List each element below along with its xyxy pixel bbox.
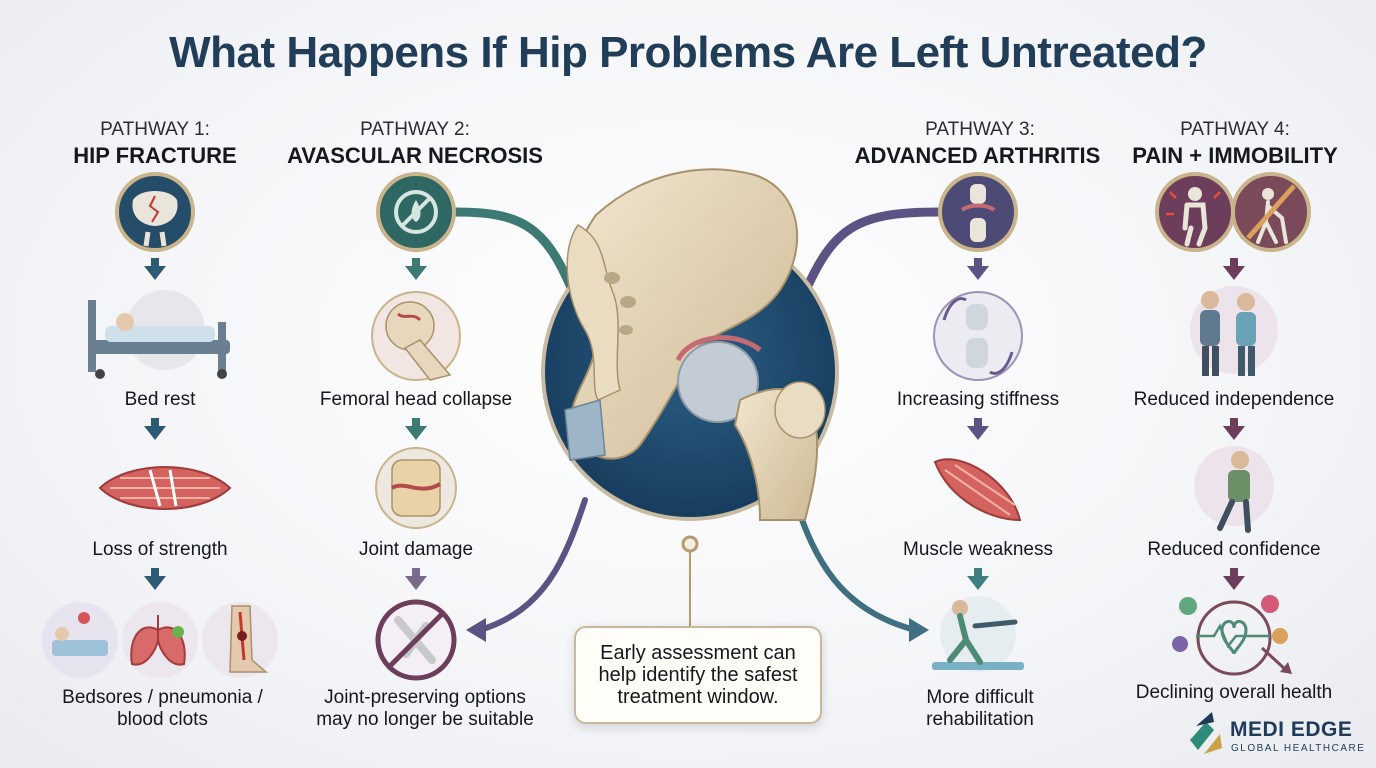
bedsore-icon [42, 602, 118, 678]
pathway-2-step-3: Joint-preserving options may no longer b… [316, 687, 534, 730]
hip-joint-illustration [541, 168, 839, 521]
pelvis-fracture-icon [115, 172, 195, 252]
pathway-2-label: PATHWAY 2: [360, 119, 470, 140]
pathway-2-name: AVASCULAR NECROSIS [287, 143, 543, 168]
brand-subtitle: GLOBAL HEALTHCARE [1231, 743, 1366, 754]
pathway-1-name: HIP FRACTURE [73, 143, 237, 168]
early-assessment-callout: Early assessment can help identify the s… [574, 626, 822, 724]
femoral-head-icon [371, 291, 461, 381]
pathway-1-step-2: Loss of strength [92, 539, 228, 560]
pathway-3-label: PATHWAY 3: [925, 119, 1035, 140]
damaged-bone-icon [375, 447, 457, 529]
pathway-1-label: PATHWAY 1: [100, 119, 210, 140]
stiff-joint-icon [933, 291, 1023, 381]
pathway-4-step-3: Declining overall health [1135, 682, 1333, 703]
person-headache-icon [1194, 446, 1274, 533]
callout-anchor-dot [681, 535, 699, 553]
pathway-2-step-2: Joint damage [358, 539, 474, 560]
hospital-bed-icon [88, 290, 230, 379]
pathway-4-name: PAIN + IMMOBILITY [1132, 143, 1338, 168]
caregiver-icon [1190, 286, 1278, 376]
no-walking-icon [1231, 172, 1311, 252]
health-decline-icon [1172, 595, 1292, 676]
pathway-3-step-3: More difficult rehabilitation [926, 687, 1034, 730]
pathway-3-name: ADVANCED ARTHRITIS [854, 143, 1101, 168]
pathway-4-label: PATHWAY 4: [1180, 119, 1290, 140]
pathway-1-step-3: Bedsores / pneumonia / blood clots [62, 687, 263, 730]
pathway-4-step-1: Reduced independence [1133, 389, 1335, 410]
pathway-1-step-1: Bed rest [124, 389, 196, 410]
muscle-fibers-icon [98, 466, 232, 510]
pain-person-icon [1155, 172, 1235, 252]
pathway-2-step-1: Femoral head collapse [319, 389, 513, 410]
connector-lines [190, 207, 1162, 633]
sore-muscle-icon [933, 458, 1022, 522]
medi-edge-logo-icon [1190, 712, 1222, 754]
pathway-3-step-1: Increasing stiffness [896, 389, 1060, 410]
no-joint-icon [375, 599, 457, 681]
knee-joint-icon [938, 172, 1018, 252]
brand-name: MEDI EDGE [1230, 718, 1353, 741]
flow-arrows [144, 258, 1245, 590]
bone-necrosis-icon [376, 172, 456, 252]
pathway-3-step-2: Muscle weakness [903, 539, 1053, 560]
pathway-4-step-2: Reduced confidence [1147, 539, 1321, 560]
page-title: What Happens If Hip Problems Are Left Un… [169, 28, 1207, 77]
arrowhead-left [466, 618, 486, 642]
lungs-icon [122, 602, 198, 678]
arrowhead-right [909, 618, 929, 642]
rehab-exercise-icon [932, 596, 1024, 672]
leg-clot-icon [202, 602, 278, 678]
